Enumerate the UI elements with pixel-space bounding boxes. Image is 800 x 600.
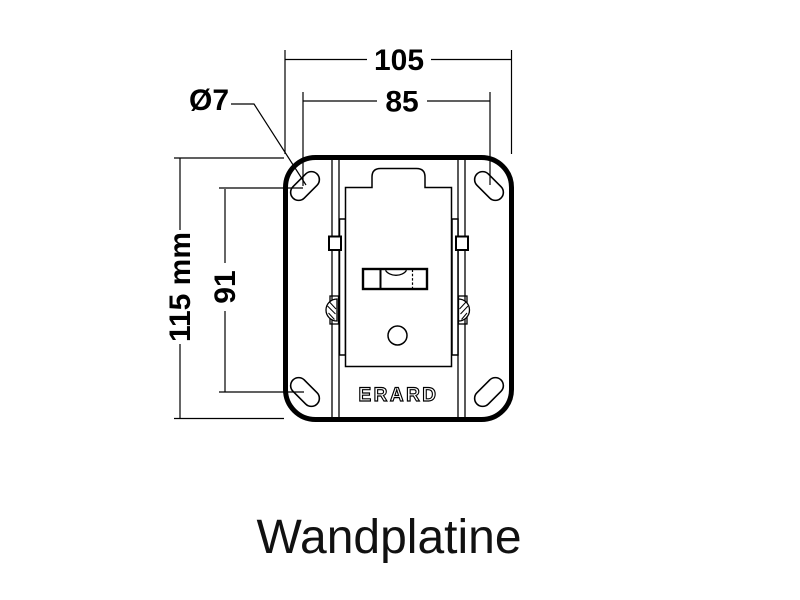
dimension-hole-spacing-width: 85 — [302, 86, 491, 186]
dimension-value-outer-width: 105 — [374, 44, 424, 77]
oblong-hole — [473, 376, 505, 408]
dimension-value-hole-diameter: Ø7 — [189, 84, 229, 117]
knurled-screw-right — [457, 295, 471, 325]
screw-knurling — [327, 301, 337, 320]
bubble-outline — [384, 269, 408, 276]
mounting-hole-top-left — [289, 170, 321, 202]
dimension-hole-spacing-height: 91 — [209, 187, 304, 393]
leader-line — [231, 103, 307, 186]
dimension-hole-diameter: Ø7 — [189, 84, 307, 186]
dimension-value-hole-spacing-height: 91 — [209, 270, 242, 303]
side-clip-left — [328, 235, 342, 251]
screw-knurling — [459, 301, 469, 320]
mounting-hole-bottom-right — [473, 376, 505, 408]
dimension-value-outer-height: 115 mm — [164, 232, 197, 342]
caption: Wandplatine — [256, 511, 521, 564]
oblong-hole — [289, 170, 321, 202]
brand-label: ERARD — [358, 385, 438, 406]
dimension-outer-height: 115 mm — [164, 157, 284, 420]
knurled-screw-left — [325, 295, 340, 325]
dimension-value-hole-spacing-width: 85 — [385, 86, 418, 119]
bubble-level-frame — [361, 267, 429, 291]
center-bracket — [344, 167, 453, 368]
bubble-level — [361, 267, 429, 291]
center-hole — [387, 325, 408, 346]
side-clip-right — [455, 235, 469, 251]
dimension-outer-width: 105 — [284, 44, 513, 154]
